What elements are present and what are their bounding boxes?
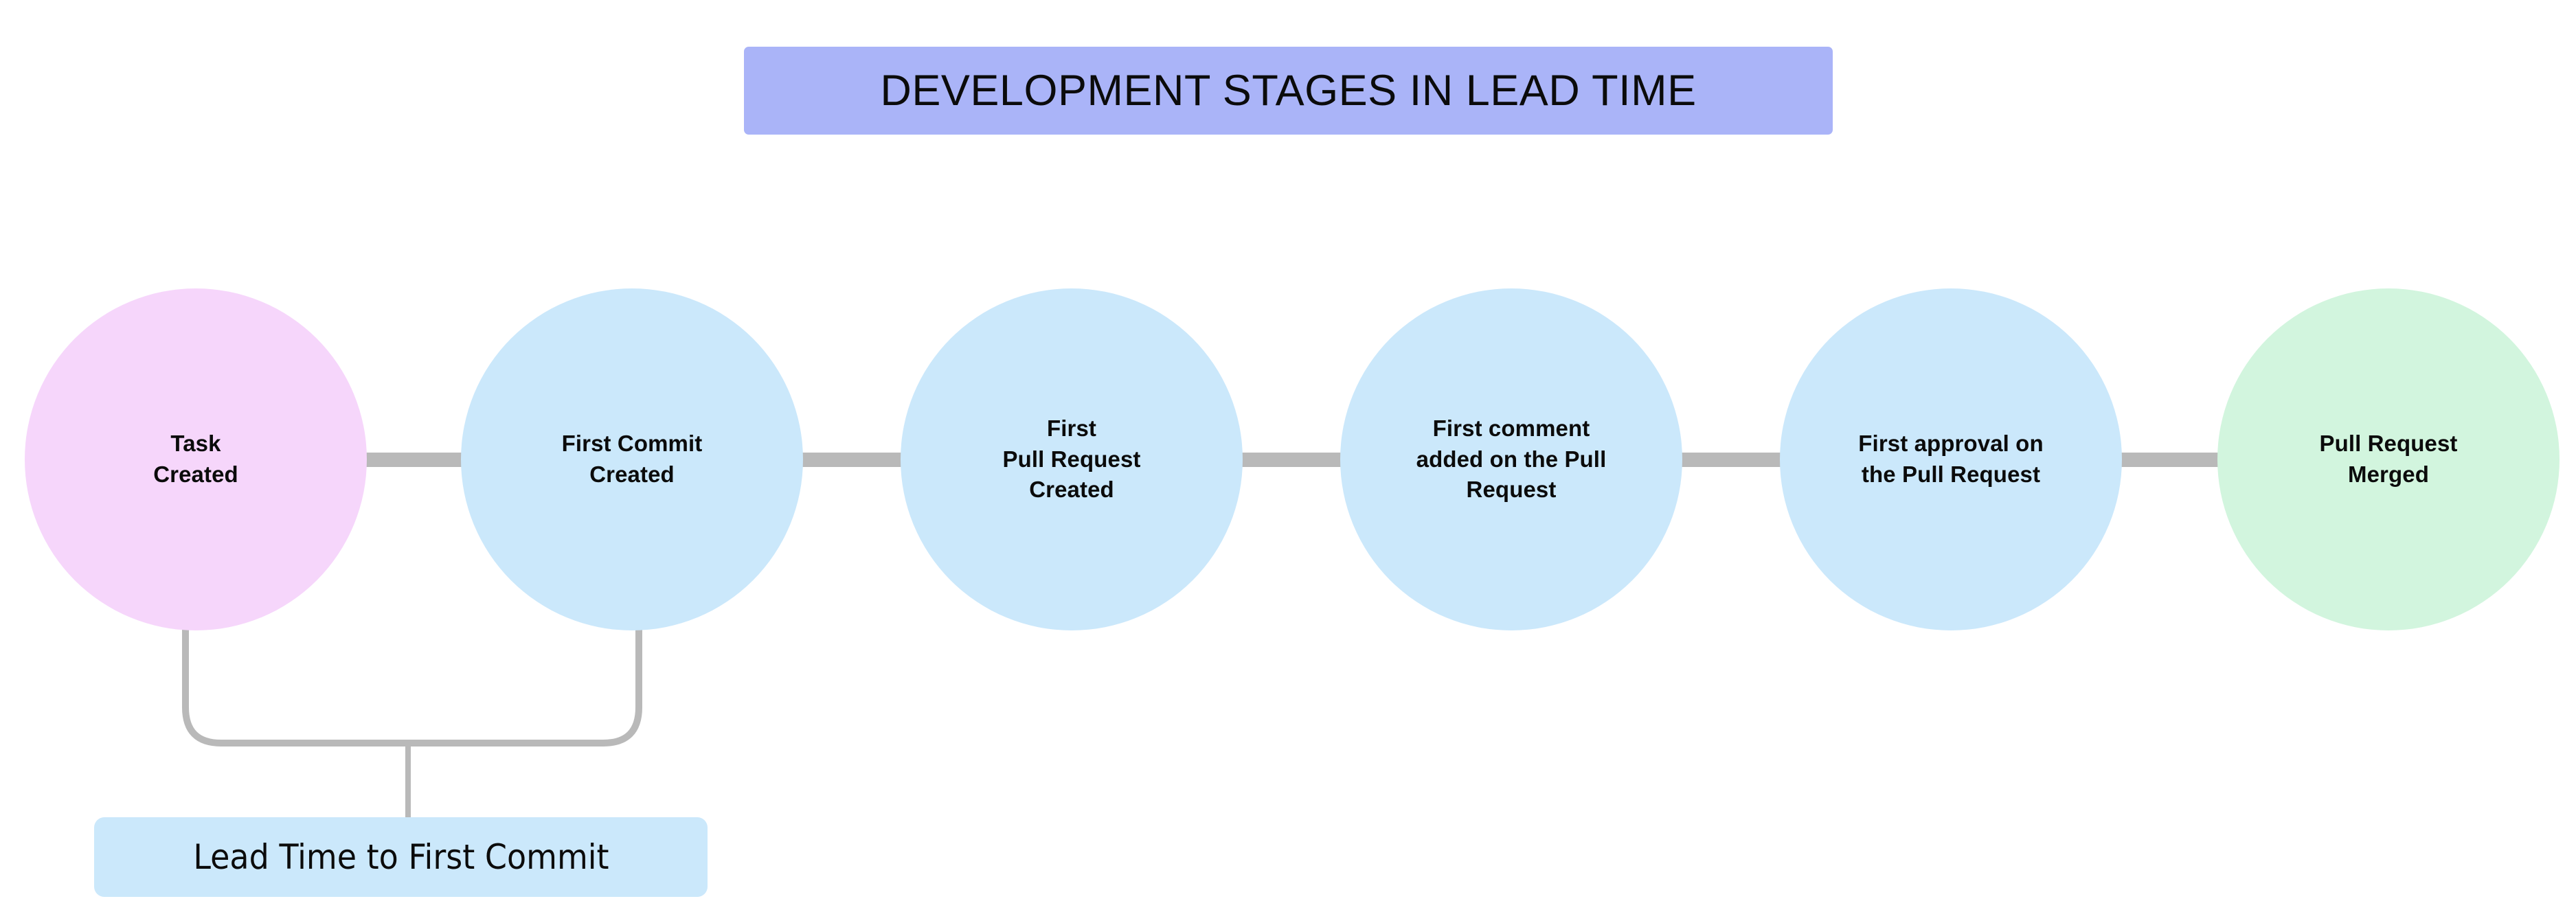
stage-node-first-pull-request-created[interactable]: First Pull Request Created: [901, 288, 1243, 630]
stage-node-pull-request-merged[interactable]: Pull Request Merged: [2217, 288, 2560, 630]
bracket-path: [182, 622, 642, 747]
stage-label-task-created: Task Created: [153, 431, 238, 487]
stage-label-first-comment-on-pull-request: First comment added on the Pull Request: [1416, 415, 1607, 503]
connector-1-2: [361, 453, 472, 467]
stage-label-first-approval-on-pull-request: First approval on the Pull Request: [1858, 431, 2044, 487]
stage-node-first-approval-on-pull-request[interactable]: First approval on the Pull Request: [1780, 288, 2122, 630]
connector-3-4: [1236, 453, 1348, 467]
connector-2-3: [797, 453, 908, 467]
stage-label-first-pull-request-created: First Pull Request Created: [1002, 415, 1141, 503]
page-title: DEVELOPMENT STAGES IN LEAD TIME: [880, 66, 1697, 115]
stage-node-first-comment-on-pull-request[interactable]: First comment added on the Pull Request: [1340, 288, 1682, 630]
stage-node-task-created[interactable]: Task Created: [25, 288, 367, 630]
diagram-title-banner: DEVELOPMENT STAGES IN LEAD TIME: [744, 47, 1833, 135]
lead-time-annotation-label: Lead Time to First Commit: [192, 837, 609, 877]
stage-label-pull-request-merged: Pull Request Merged: [2319, 431, 2458, 487]
connector-4-5: [1676, 453, 1787, 467]
stage-node-first-commit-created[interactable]: First Commit Created: [461, 288, 803, 630]
stage-label-first-commit-created: First Commit Created: [561, 431, 703, 487]
connector-5-6: [2114, 453, 2226, 467]
lead-time-annotation-box[interactable]: Lead Time to First Commit: [94, 817, 708, 897]
